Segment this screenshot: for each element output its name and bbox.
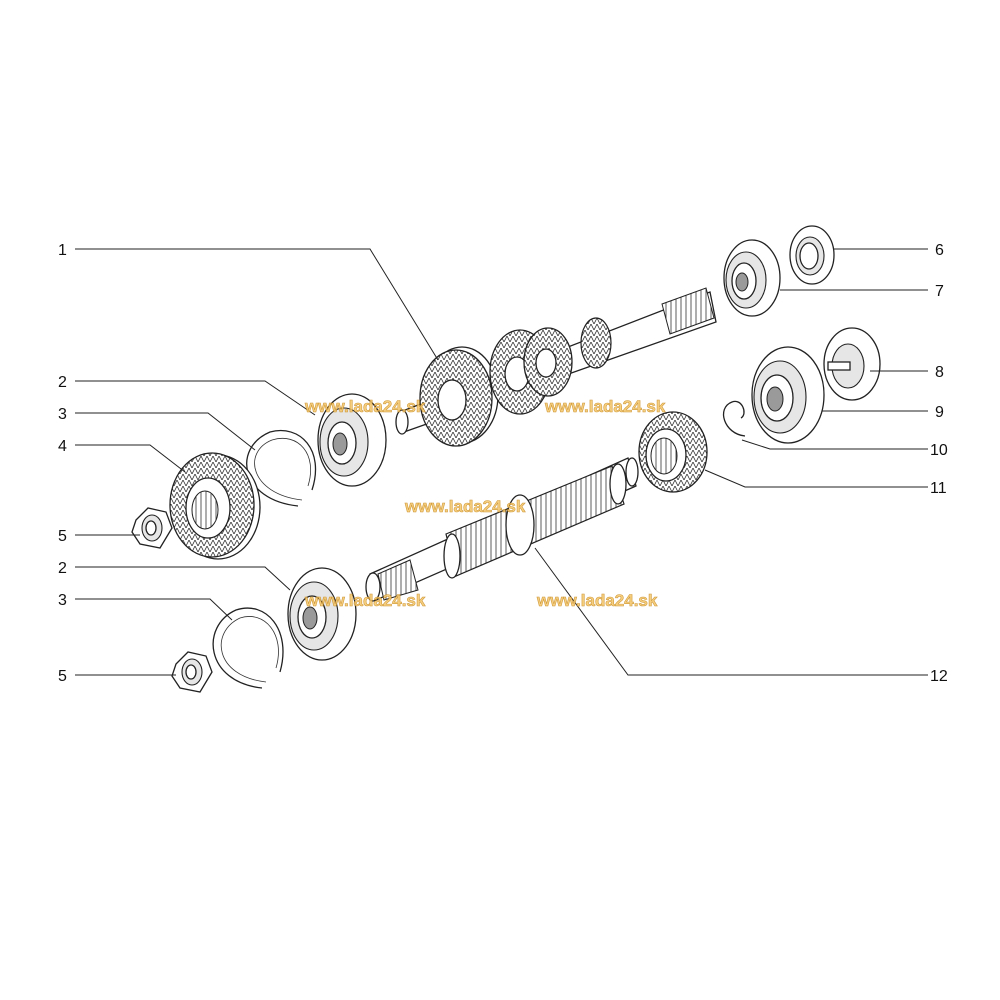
input-shaft-front-end [395, 409, 409, 435]
callout-3-upper: 3 [58, 406, 67, 423]
helical-gear-part-11 [638, 411, 708, 493]
bearing-part-7 [723, 239, 781, 317]
cover-part-8 [823, 327, 881, 401]
circlip-part-10 [722, 400, 746, 437]
snap-ring-part-3-lower [212, 607, 284, 689]
watermark-3: www.lada24.sk [404, 497, 526, 516]
nut-part-5-lower [171, 651, 213, 693]
bearing-part-2-upper [317, 393, 387, 487]
bearing-part-2-lower [287, 567, 357, 661]
callout-7: 7 [935, 283, 944, 300]
input-shaft-assembly [395, 287, 717, 447]
gear-part-4 [169, 452, 261, 560]
input-shaft-spline-end [661, 287, 715, 335]
snap-ring-part-3-upper [246, 429, 317, 507]
callout-9: 9 [935, 404, 944, 421]
watermarks: www.lada24.sk www.lada24.sk www.lada24.s… [304, 397, 666, 611]
callout-2-lower: 2 [58, 560, 67, 577]
callout-1: 1 [58, 242, 67, 259]
callout-4: 4 [58, 438, 67, 455]
watermark-5: www.lada24.sk [536, 591, 658, 610]
callout-10: 10 [930, 442, 948, 459]
callout-11: 11 [930, 480, 947, 497]
watermark-1: www.lada24.sk [304, 397, 426, 416]
bearing-part-9 [751, 346, 825, 444]
watermark-2: www.lada24.sk [544, 397, 666, 416]
output-shaft-part-12 [365, 457, 639, 602]
callout-3-lower: 3 [58, 592, 67, 609]
callout-5-lower: 5 [58, 668, 67, 685]
input-shaft-helical-pinion [580, 317, 612, 369]
callout-labels: 1 2 3 4 5 2 3 5 6 7 8 9 10 11 12 [58, 242, 948, 685]
nut-part-5-upper [131, 507, 173, 549]
oil-seal-part-6 [789, 225, 835, 285]
watermark-4: www.lada24.sk [304, 591, 426, 610]
callout-8: 8 [935, 364, 944, 381]
leader-lines [75, 248, 928, 676]
callout-12: 12 [930, 668, 948, 685]
callout-6: 6 [935, 242, 944, 259]
callout-5-upper: 5 [58, 528, 67, 545]
callout-2-upper: 2 [58, 374, 67, 391]
